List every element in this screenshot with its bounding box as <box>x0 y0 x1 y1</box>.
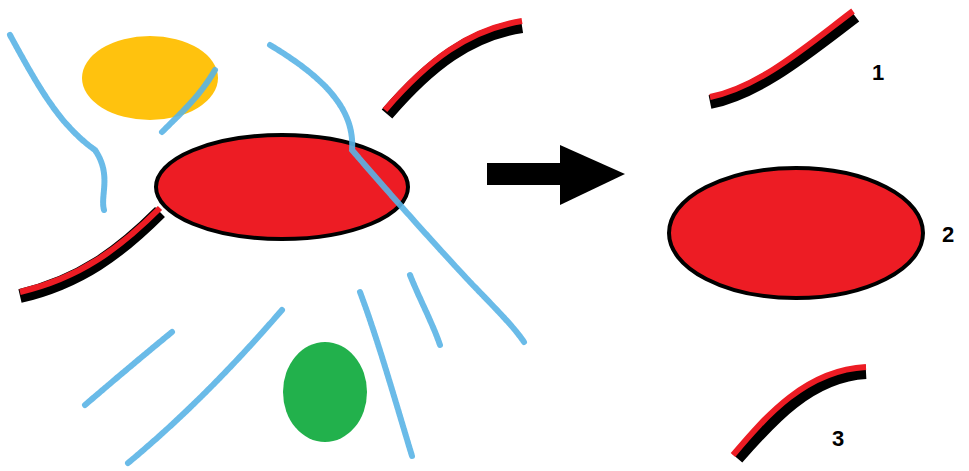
strand <box>710 11 855 102</box>
yellow-body <box>82 36 218 120</box>
callout-number: 1 <box>872 62 884 84</box>
red-body <box>669 168 923 298</box>
strand <box>20 208 160 296</box>
strand <box>733 367 866 458</box>
strand <box>385 21 522 114</box>
red-body <box>156 135 408 239</box>
blue-fibers <box>10 35 524 463</box>
process-arrow <box>487 145 625 205</box>
callout-number: 2 <box>942 224 954 246</box>
green-body <box>283 342 367 442</box>
callout-number: 3 <box>832 428 844 450</box>
